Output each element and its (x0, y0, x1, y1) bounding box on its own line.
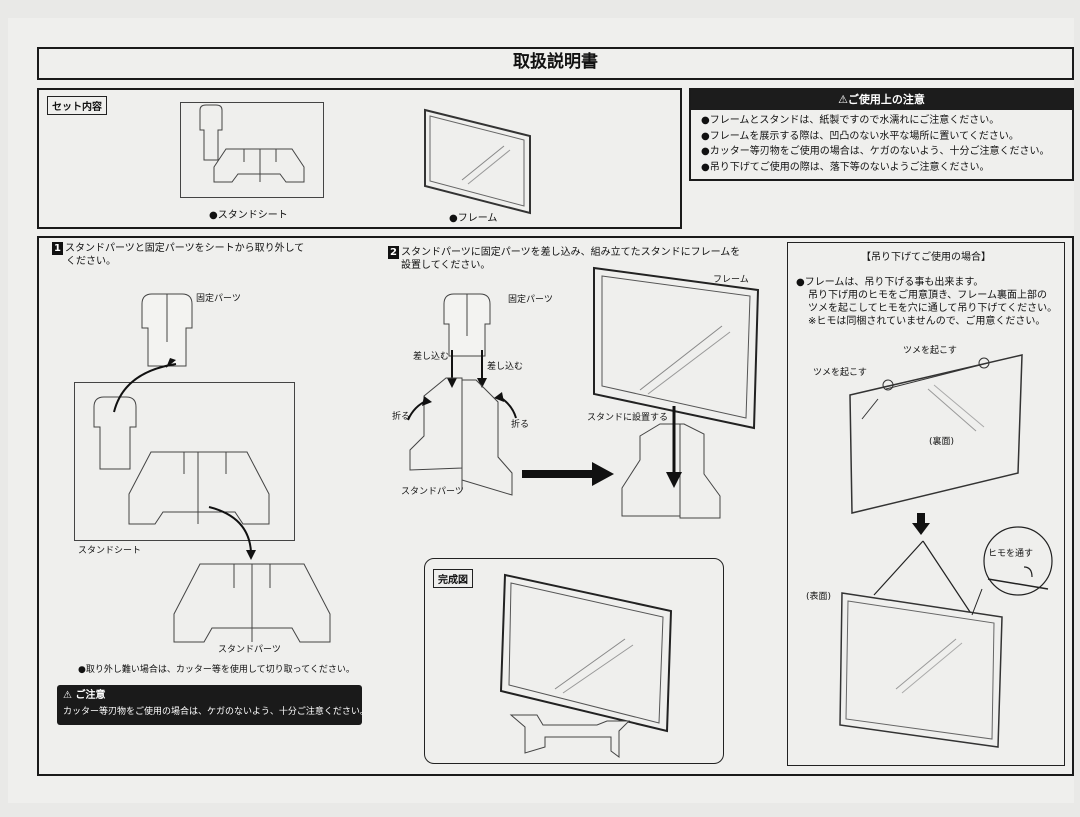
step1-warning-text: カッター等刃物をご使用の場合は、ケガのないよう、十分ご注意ください。 (63, 707, 369, 717)
caution-item: ●吊り下げてご使用の際は、落下等のないようご注意ください。 (701, 161, 990, 173)
caution-box: ⚠ご使用上の注意 ●フレームとスタンドは、紙製ですので水濡れにご注意ください。 … (689, 88, 1074, 181)
steps-box (37, 236, 1074, 776)
page-title: 取扱説明書 (513, 52, 598, 72)
hanging-line2: 吊り下げ用のヒモをご用意頂き、フレーム裏面上部の (808, 290, 1047, 301)
frame-label: ●フレーム (449, 213, 498, 224)
set-contents-box: セット内容 ●スタンドシート ●フレーム (37, 88, 682, 229)
step1-fixed-part-illustration (141, 293, 193, 367)
hanging-thread-label: ヒモを通す (988, 549, 1034, 559)
step2-insert-left: 差し込む (413, 352, 450, 362)
right-arrow-icon (522, 462, 614, 486)
complete-diagram-box: 完成図 (424, 558, 724, 764)
down-arrow-icon (912, 513, 930, 535)
hanging-back-illustration (849, 354, 1023, 514)
step1-text-line2: ください。 (66, 256, 116, 267)
caution-item: ●フレームとスタンドは、紙製ですので水濡れにご注意ください。 (701, 115, 1000, 126)
step1-warning-title: ⚠ ご注意 (63, 690, 106, 701)
caution-item: ●カッター等刃物をご使用の場合は、ケガのないよう、十分ご注意ください。 (701, 146, 1050, 157)
title-bar: 取扱説明書 (37, 47, 1074, 80)
step1-stand-parts-label: スタンドパーツ (218, 645, 281, 655)
frame-illustration (424, 108, 531, 215)
hanging-line1: ●フレームは、吊り下げる事も出来ます。 (796, 277, 984, 288)
step2-fold-left: 折る (392, 412, 411, 422)
step1-stand-parts-illustration (173, 563, 331, 643)
stand-sheet-illustration (180, 102, 324, 198)
hanging-title: 【吊り下げてご使用の場合】 (861, 252, 991, 263)
stand-sheet-label: ●スタンドシート (209, 210, 288, 221)
caution-header: ⚠ご使用上の注意 (691, 90, 1072, 110)
hanging-claw-label-1: ツメを起こす (903, 346, 957, 356)
step1-note: ●取り外し難い場合は、カッター等を使用して切り取ってください。 (78, 665, 355, 675)
step2-text-line2: 設置してください。 (401, 260, 491, 271)
hanging-line4: ※ヒモは同梱されていませんので、ご用意ください。 (808, 316, 1046, 327)
step2-fold-right: 折る (511, 420, 530, 430)
hanging-box: 【吊り下げてご使用の場合】 ●フレームは、吊り下げる事も出来ます。 吊り下げ用の… (787, 242, 1065, 766)
step2-stand-parts-label: スタンドパーツ (401, 487, 464, 497)
step1-number: 1 (52, 242, 63, 255)
set-contents-tag: セット内容 (47, 96, 107, 115)
hanging-claw-label-2: ツメを起こす (813, 368, 867, 378)
step2-number: 2 (388, 246, 399, 259)
step2-frame-label: フレーム (713, 275, 749, 285)
hanging-front-illustration (839, 526, 1053, 748)
step1-sheet-label: スタンドシート (78, 546, 142, 556)
caution-item: ●フレームを展示する際は、凹凸のない水平な場所に置いてください。 (701, 130, 1019, 142)
step1-fixed-part-label: 固定パーツ (196, 294, 241, 304)
step2-frame-on-stand-illustration (593, 266, 760, 519)
step2-assembly-illustration (407, 293, 517, 496)
step2-set-on-stand-label: スタンドに設置する (587, 413, 669, 423)
step2-fixed-part-label: 固定パーツ (508, 295, 553, 305)
complete-frame-illustration (499, 573, 673, 758)
hanging-back-label: (裏面) (929, 437, 955, 447)
hanging-line3: ツメを起こしてヒモを穴に通して吊り下げてください。 (808, 303, 1058, 314)
complete-tag: 完成図 (433, 569, 473, 588)
step1-warning-panel: ⚠ ご注意 カッター等刃物をご使用の場合は、ケガのないよう、十分ご注意ください。 (57, 685, 369, 725)
step1-sheet-illustration (74, 358, 295, 560)
hanging-front-label: (表面) (806, 592, 832, 602)
step2-insert-right: 差し込む (487, 362, 524, 372)
caution-list: ●フレームとスタンドは、紙製ですので水濡れにご注意ください。 ●フレームを展示す… (701, 113, 1050, 175)
step1-text-line1: スタンドパーツと固定パーツをシートから取り外して (65, 243, 305, 254)
step2-text-line1: スタンドパーツに固定パーツを差し込み、組み立てたスタンドにフレームを (401, 247, 741, 258)
